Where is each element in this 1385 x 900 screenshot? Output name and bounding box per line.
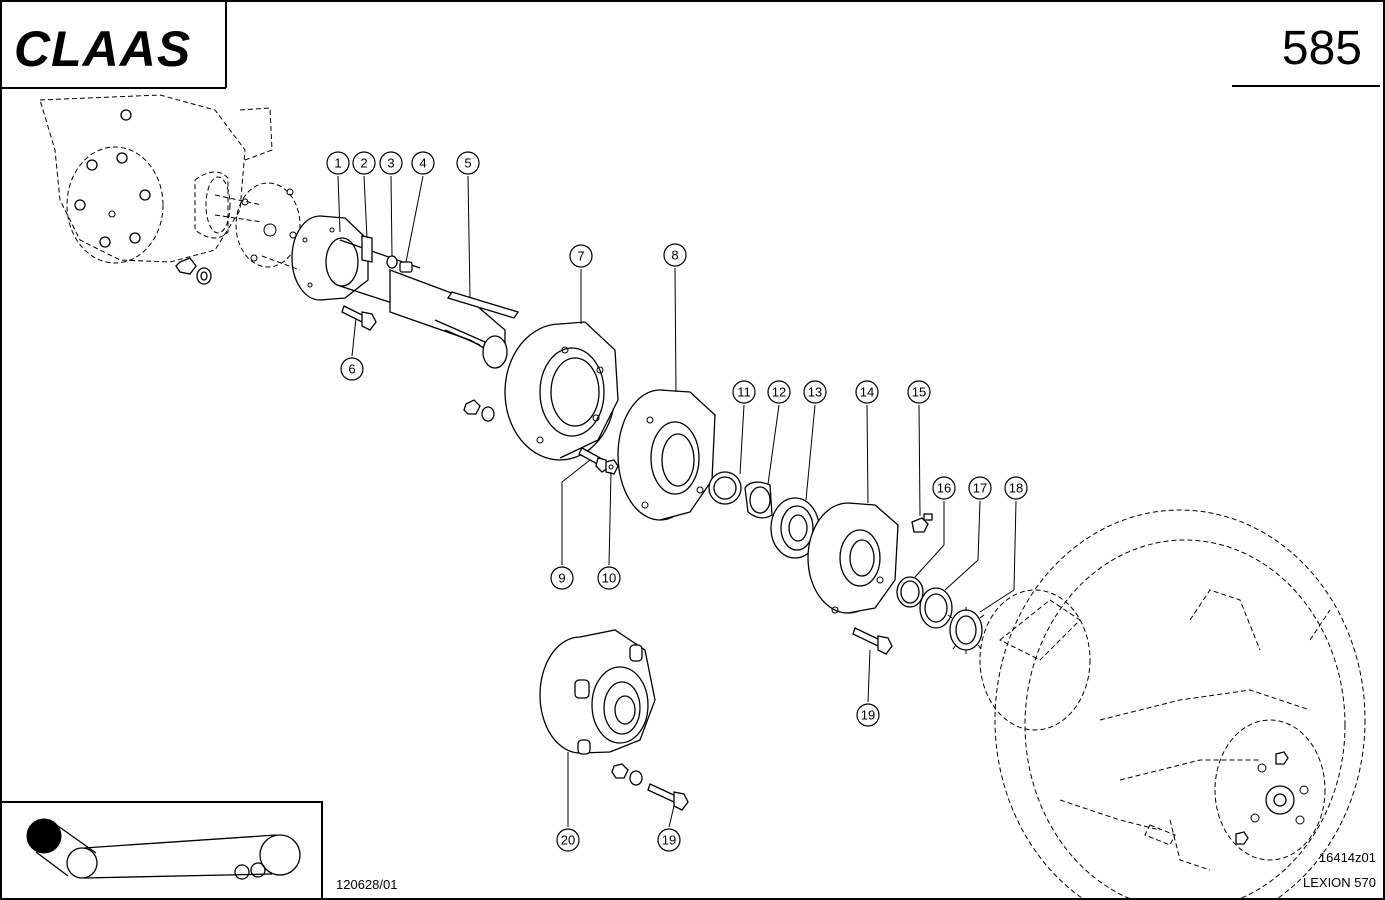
svg-text:18: 18 — [1009, 481, 1023, 496]
nut-washer-gearbox — [175, 257, 212, 285]
bearing-housing-7 — [504, 321, 619, 461]
svg-text:1: 1 — [334, 156, 341, 171]
callout-11: 11 — [732, 380, 756, 404]
callout-4: 4 — [411, 151, 435, 175]
svg-text:3: 3 — [387, 156, 394, 171]
snap-ring-16 — [896, 576, 924, 608]
svg-text:10: 10 — [602, 571, 616, 586]
ring-11 — [708, 471, 742, 505]
svg-text:11: 11 — [737, 385, 751, 400]
svg-text:19: 19 — [662, 833, 676, 848]
callout-15: 15 — [907, 380, 931, 404]
drawing-number: 120628/01 — [336, 877, 397, 892]
bearing-assembly-20 — [539, 629, 656, 755]
flange-housing-8 — [617, 389, 716, 521]
callout-3: 3 — [379, 151, 403, 175]
callout-19-upper: 19 — [856, 703, 880, 727]
bearing-13 — [770, 497, 820, 559]
callout-8: 8 — [663, 243, 687, 267]
svg-text:6: 6 — [348, 362, 355, 377]
svg-text:19: 19 — [861, 708, 875, 723]
callout-12: 12 — [767, 380, 791, 404]
callout-20: 20 — [556, 828, 580, 852]
hardware-19-lower — [611, 763, 689, 811]
bolt-6 — [341, 305, 377, 331]
callout-5: 5 — [456, 151, 480, 175]
callout-16: 16 — [932, 476, 956, 500]
ring-17 — [919, 587, 953, 629]
svg-text:16: 16 — [937, 481, 951, 496]
svg-text:7: 7 — [577, 249, 584, 264]
model-name: LEXION 570 — [1303, 875, 1376, 890]
svg-text:5: 5 — [464, 156, 471, 171]
nut-washer-7 — [463, 399, 495, 422]
svg-text:9: 9 — [558, 571, 565, 586]
callout-17: 17 — [968, 476, 992, 500]
belt-drive-overview-icon — [1, 801, 323, 899]
svg-text:12: 12 — [772, 385, 786, 400]
gearbox-housing — [39, 94, 301, 268]
grease-nipple-15 — [911, 513, 933, 533]
svg-text:14: 14 — [860, 385, 874, 400]
svg-text:8: 8 — [671, 248, 678, 263]
callout-6: 6 — [340, 357, 364, 381]
callout-7: 7 — [569, 244, 593, 268]
leader-lines — [337, 175, 1017, 828]
callout-14: 14 — [855, 380, 879, 404]
svg-text:15: 15 — [912, 385, 926, 400]
belt-pulley-wheel — [979, 509, 1366, 900]
bushing-12 — [744, 481, 773, 519]
brand-logo: CLAAS — [14, 21, 191, 77]
svg-text:20: 20 — [561, 833, 575, 848]
bolt-19-upper — [852, 627, 893, 655]
callout-18: 18 — [1004, 476, 1028, 500]
callout-1: 1 — [326, 151, 350, 175]
lock-washer-18 — [947, 607, 985, 654]
page-number: 585 — [1282, 22, 1362, 75]
svg-text:17: 17 — [973, 481, 987, 496]
callout-9: 9 — [550, 566, 574, 590]
callout-10: 10 — [597, 566, 621, 590]
callout-13: 13 — [803, 380, 827, 404]
svg-text:2: 2 — [360, 156, 367, 171]
housing-14 — [807, 502, 899, 614]
callout-19-lower: 19 — [657, 828, 681, 852]
callout-2: 2 — [352, 151, 376, 175]
flange-shaft — [261, 215, 508, 369]
figure-code: 16414z01 — [1319, 850, 1376, 865]
svg-text:13: 13 — [808, 385, 822, 400]
svg-text:4: 4 — [419, 156, 426, 171]
bolt-9-nut-10 — [578, 447, 619, 475]
